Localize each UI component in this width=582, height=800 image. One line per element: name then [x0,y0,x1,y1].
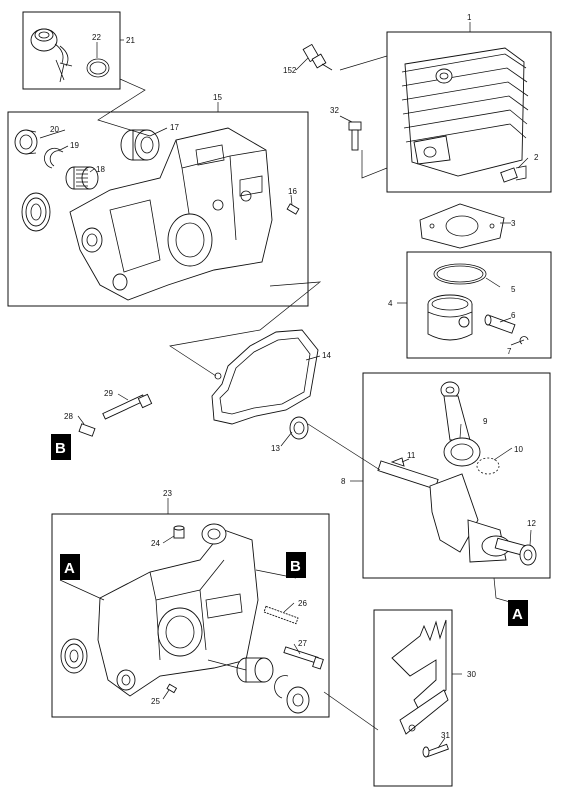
plug-part-24 [173,525,185,539]
crankshaft-part-8 [377,460,528,563]
bearing-part-20 [14,129,38,155]
marker-a-right: A [508,600,528,626]
label-4: 4 [388,299,393,308]
piston-part-4 [427,294,473,341]
crankcase-half-23 [97,523,259,697]
dowel-pin-part-16 [286,203,300,215]
bearing-part-12 [519,544,537,566]
marker-b-mid-text: B [290,558,301,575]
crankcase-gasket-part-14 [211,329,319,425]
screw-part-28 [78,423,96,437]
part-number-labels: 1 2 3 4 5 6 7 8 9 10 11 12 13 14 15 16 1… [50,13,539,740]
label-20: 20 [50,125,59,134]
cylinder-gasket-part-3 [419,203,505,249]
label-17: 17 [170,123,179,132]
decomp-valve-part-2 [500,165,527,183]
label-152: 152 [283,66,297,75]
bolt-part-27 [283,646,324,670]
label-32: 32 [330,106,339,115]
marker-b-mid: B [286,552,306,578]
label-14: 14 [322,351,331,360]
woodruff-key-part-11 [390,457,405,467]
bearing-part-17 [120,129,160,161]
box-part-4 [406,251,552,359]
label-9: 9 [483,417,488,426]
label-10: 10 [514,445,523,454]
marker-a-left: A [60,554,80,580]
spark-plug-part-152 [302,43,333,71]
label-24: 24 [151,539,160,548]
label-31: 31 [441,731,450,740]
needle-bearing-part-18 [65,166,99,190]
marker-a-right-text: A [512,606,523,623]
label-6: 6 [511,311,516,320]
connecting-rod-part-9 [440,381,481,467]
needle-bearing-lower [236,657,274,683]
bolt-part-32 [348,121,362,151]
label-23: 23 [163,489,172,498]
label-8: 8 [341,477,346,486]
screw-part-29 [102,393,153,420]
box-part-1 [386,31,552,193]
label-2: 2 [534,153,539,162]
box-part-23 [51,513,330,718]
label-13: 13 [271,444,280,453]
spike-bumper-part-30 [391,619,449,735]
label-5: 5 [511,285,516,294]
stud-part-26 [263,605,299,625]
circlip-lower [274,675,289,699]
label-11: 11 [407,451,416,460]
label-21: 21 [126,36,135,45]
oil-seal-left-part [21,192,51,232]
marker-b-left: B [51,434,71,460]
label-25: 25 [151,697,160,706]
crankcase-half-15 [69,127,273,301]
cylinder-part-1 [401,47,529,177]
oil-seal-part-13 [289,416,309,440]
label-15: 15 [213,93,222,102]
label-26: 26 [298,599,307,608]
marker-b-left-text: B [55,440,66,457]
label-18: 18 [96,165,105,174]
piston-ring-part-5 [433,263,487,285]
label-27: 27 [298,639,307,648]
box-part-8 [362,372,551,579]
label-30: 30 [467,670,476,679]
box-part-21 [22,11,121,90]
o-ring-part [86,58,110,78]
leader-lines [39,22,532,749]
circlip-part-19 [44,147,64,169]
box-part-15 [7,111,309,307]
needle-cage-part-10 [476,457,500,475]
label-7: 7 [507,347,512,356]
circlip-part-7 [519,336,529,345]
piston-pin-part-6 [484,314,516,334]
pin-part-25 [166,683,178,694]
label-1: 1 [467,13,472,22]
primer-bulb-part [30,28,73,83]
label-3: 3 [511,219,516,228]
label-28: 28 [64,412,73,421]
screw-part-31 [422,743,449,758]
label-16: 16 [288,187,297,196]
label-29: 29 [104,389,113,398]
label-12: 12 [527,519,536,528]
bearing-lower [286,686,310,714]
box-part-30 [373,609,453,787]
marker-a-left-text: A [64,560,75,577]
label-19: 19 [70,141,79,150]
label-22: 22 [92,33,101,42]
oil-seal-part-lower-left [60,638,88,674]
